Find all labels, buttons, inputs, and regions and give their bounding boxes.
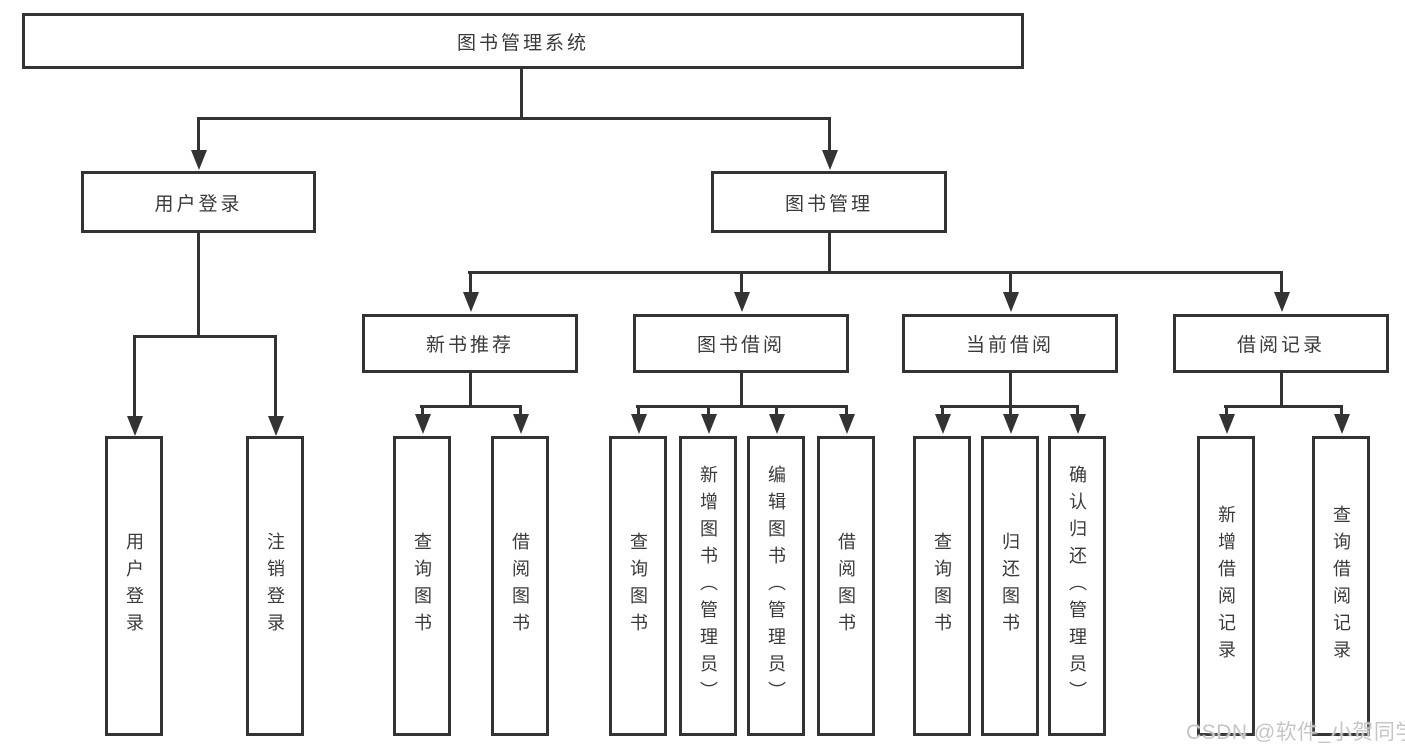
connector-borrow-bus [636, 405, 847, 408]
connector-borrow-stem [740, 373, 743, 407]
node-new-book-recommend: 新书推荐 [362, 314, 578, 373]
connector-arrow-borrow-4 [845, 405, 848, 414]
node-label: 图书借阅 [696, 335, 785, 356]
connector-arrow-current-3 [1076, 405, 1079, 414]
node-label: 查询图书 [932, 532, 952, 640]
node-label: 借阅图书 [836, 532, 856, 640]
connector-root-bus [197, 117, 831, 120]
connector-root-stem [520, 69, 523, 119]
node-label: 借阅图书 [510, 532, 530, 640]
connector-recommend-bus [420, 405, 521, 408]
connector-manage-bus [468, 271, 1283, 274]
node-label: 图书管理 [784, 193, 873, 215]
node-label: 注销登录 [265, 532, 285, 640]
connector-arrow-borrow-2 [707, 405, 710, 414]
connector-arrow-to-records [1280, 271, 1283, 292]
leaf-logout: 注销登录 [246, 436, 304, 736]
leaf-query-borrow-record: 查询借阅记录 [1312, 436, 1370, 736]
node-label: 编辑图书（管理员） [766, 464, 786, 708]
leaf-recommend-query-book: 查询图书 [393, 436, 451, 736]
node-borrow-records: 借阅记录 [1173, 314, 1389, 373]
connector-current-stem [1009, 373, 1012, 407]
node-label: 图书管理系统 [456, 32, 589, 54]
node-label: 确认归还（管理员） [1067, 464, 1087, 708]
connector-arrow-to-book-manage [828, 117, 831, 150]
connector-arrow-borrow-1 [637, 405, 640, 414]
node-root: 图书管理系统 [22, 13, 1024, 69]
node-label: 归还图书 [1000, 532, 1020, 640]
connector-arrow-recommend-2 [519, 405, 522, 414]
leaf-edit-book-admin: 编辑图书（管理员） [747, 436, 805, 736]
leaf-add-borrow-record: 新增借阅记录 [1197, 436, 1255, 736]
connector-arrow-recommend-1 [421, 405, 424, 414]
connector-arrow-current-1 [941, 405, 944, 414]
leaf-add-book-admin: 新增图书（管理员） [679, 436, 737, 736]
connector-login-stem [197, 233, 200, 337]
node-label: 用户登录 [124, 532, 144, 640]
node-label: 查询图书 [628, 532, 648, 640]
leaf-recommend-borrow-book: 借阅图书 [491, 436, 549, 736]
connector-arrow-to-borrow [740, 271, 743, 292]
node-label: 查询图书 [412, 532, 432, 640]
connector-records-bus [1224, 405, 1343, 408]
node-user-login: 用户登录 [81, 171, 316, 233]
connector-records-stem [1280, 373, 1283, 407]
leaf-return-book: 归还图书 [981, 436, 1039, 736]
node-label: 新增图书（管理员） [698, 464, 718, 708]
connector-arrow-to-user-login [197, 117, 200, 150]
node-label: 用户登录 [154, 193, 243, 215]
csdn-watermark: CSDN @软件_小贺同学 [1186, 721, 1405, 744]
node-label: 新书推荐 [425, 335, 514, 356]
leaf-borrow-book: 借阅图书 [817, 436, 875, 736]
node-current-borrow: 当前借阅 [902, 314, 1118, 373]
connector-arrow-to-leaf-logout [274, 335, 277, 416]
leaf-current-query-book: 查询图书 [913, 436, 971, 736]
leaf-confirm-return-admin: 确认归还（管理员） [1048, 436, 1106, 736]
node-label: 借阅记录 [1236, 335, 1325, 356]
node-book-manage: 图书管理 [711, 171, 947, 233]
connector-arrow-to-leaf-user-login [133, 335, 136, 416]
connector-recommend-stem [469, 373, 472, 407]
node-label: 当前借阅 [965, 335, 1054, 356]
connector-arrow-records-1 [1225, 405, 1228, 414]
connector-arrow-records-2 [1340, 405, 1343, 414]
leaf-user-login: 用户登录 [105, 436, 163, 736]
leaf-borrow-query-book: 查询图书 [609, 436, 667, 736]
connector-arrow-current-2 [1009, 405, 1012, 414]
connector-login-bus [133, 335, 277, 338]
node-label: 查询借阅记录 [1331, 505, 1351, 667]
connector-manage-stem [828, 233, 831, 273]
connector-arrow-to-recommend [469, 271, 472, 292]
node-label: 新增借阅记录 [1216, 505, 1236, 667]
node-book-borrow: 图书借阅 [633, 314, 849, 373]
connector-arrow-borrow-3 [775, 405, 778, 414]
connector-arrow-to-current [1009, 271, 1012, 292]
